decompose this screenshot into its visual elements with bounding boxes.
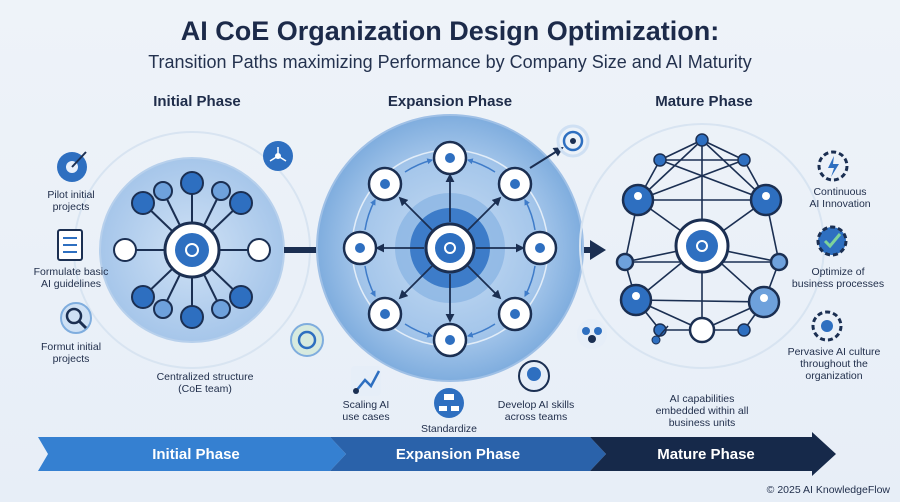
expansion-phase-diagram bbox=[316, 114, 584, 382]
gear-target-icon bbox=[57, 151, 87, 182]
mature-phase-heading: Mature Phase bbox=[655, 93, 753, 110]
gear-cog-icon bbox=[811, 310, 843, 342]
gear-lightning-icon bbox=[817, 150, 849, 182]
page-subtitle: Transition Paths maximizing Performance … bbox=[148, 52, 752, 72]
brain-head-icon bbox=[518, 360, 550, 392]
initial-phase-heading: Initial Phase bbox=[153, 93, 241, 110]
page-title: AI CoE Organization Design Optimization: bbox=[180, 16, 720, 46]
copyright-notice: © 2025 AI KnowledgeFlow bbox=[766, 484, 890, 496]
network-hub-icon bbox=[263, 141, 293, 171]
label-develop-skills: Develop AI skills across teams bbox=[497, 399, 575, 423]
label-scaling-use-cases: Scaling AI use cases bbox=[342, 399, 390, 423]
label-pilot-projects: Pilot initial projects bbox=[47, 189, 95, 213]
mature-phase-diagram bbox=[579, 123, 825, 369]
transition-arrow-2 bbox=[584, 240, 606, 260]
hierarchy-icon bbox=[434, 388, 464, 418]
bar-label-mature: Mature Phase bbox=[657, 446, 755, 463]
label-embedded-capabilities: AI capabilities embedded within all busi… bbox=[655, 393, 749, 429]
checklist-icon bbox=[57, 229, 83, 261]
label-format-projects: Formut initial projects bbox=[40, 341, 102, 365]
label-pervasive-culture: Pervasive AI culture throughout the orga… bbox=[787, 346, 881, 382]
cycle-icon bbox=[290, 323, 324, 357]
phase-progress-bar bbox=[38, 432, 836, 476]
label-optimize-processes: Optimize of business processes bbox=[791, 266, 885, 290]
bar-label-initial: Initial Phase bbox=[152, 446, 240, 463]
team-icon bbox=[577, 319, 607, 349]
bar-label-expansion: Expansion Phase bbox=[395, 446, 521, 463]
scaling-chart-icon bbox=[351, 366, 381, 396]
label-standardize: Standardize bbox=[420, 423, 478, 435]
gear-check-icon bbox=[816, 225, 848, 257]
target-icon bbox=[556, 124, 590, 158]
label-centralized-structure: Centralized structure (CoE team) bbox=[156, 371, 254, 395]
label-continuous-innovation: Continuous AI Innovation bbox=[809, 186, 871, 210]
label-basic-guidelines: Formulate basic AI guidelines bbox=[33, 266, 109, 290]
expansion-phase-heading: Expansion Phase bbox=[387, 93, 513, 110]
magnifier-icon bbox=[60, 302, 92, 334]
